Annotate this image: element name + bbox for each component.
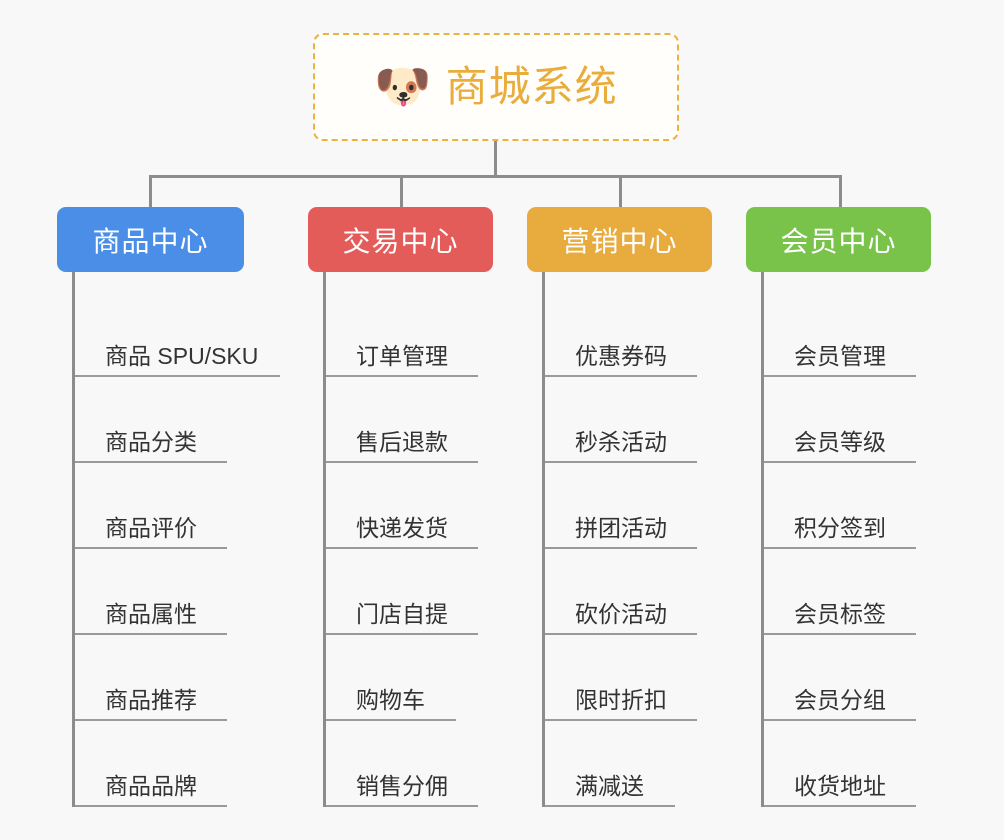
leaf-item[interactable]: 商品评价 bbox=[75, 463, 244, 549]
leaf-item[interactable]: 收货地址 bbox=[764, 721, 931, 807]
leaf-underline bbox=[75, 461, 227, 463]
leaf-underline bbox=[545, 375, 697, 377]
branch-items-会员中心: 会员管理 会员等级 积分签到 会员标签 会员分组 收货地址 bbox=[761, 272, 931, 807]
leaf-item[interactable]: 优惠券码 bbox=[545, 291, 712, 377]
leaf-label: 秒杀活动 bbox=[575, 428, 667, 455]
branch-column-交易中心: 交易中心 订单管理 售后退款 快递发货 门店自提 购物车 bbox=[308, 207, 493, 807]
root-title: 商城系统 bbox=[445, 63, 618, 110]
leaf-item[interactable]: 商品推荐 bbox=[75, 635, 244, 721]
leaf-underline bbox=[326, 633, 478, 635]
leaf-label: 会员管理 bbox=[794, 342, 886, 369]
leaf-item[interactable]: 积分签到 bbox=[764, 463, 931, 549]
leaf-label: 商品品牌 bbox=[105, 772, 197, 799]
leaf-label: 收货地址 bbox=[794, 772, 886, 799]
branch-items-商品中心: 商品 SPU/SKU 商品分类 商品评价 商品属性 商品推荐 商品品牌 bbox=[72, 272, 280, 807]
leaf-item[interactable]: 会员分组 bbox=[764, 635, 931, 721]
leaf-underline bbox=[545, 633, 697, 635]
branch-header-商品中心[interactable]: 商品中心 bbox=[57, 207, 244, 272]
connector-drop-1 bbox=[149, 175, 152, 208]
leaf-item[interactable]: 门店自提 bbox=[326, 549, 493, 635]
leaf-underline bbox=[326, 719, 456, 721]
leaf-item[interactable]: 售后退款 bbox=[326, 377, 493, 463]
root-node[interactable]: 🐶 商城系统 bbox=[313, 33, 679, 141]
leaf-label: 商品 SPU/SKU bbox=[105, 342, 259, 369]
leaf-underline bbox=[545, 719, 697, 721]
leaf-label: 快递发货 bbox=[356, 514, 448, 541]
leaf-underline bbox=[764, 719, 916, 721]
branch-items-营销中心: 优惠券码 秒杀活动 拼团活动 砍价活动 限时折扣 满减送 bbox=[542, 272, 712, 807]
leaf-label: 会员分组 bbox=[794, 686, 886, 713]
leaf-underline bbox=[326, 461, 478, 463]
leaf-item[interactable]: 销售分佣 bbox=[326, 721, 493, 807]
branch-header-label: 商品中心 bbox=[92, 225, 209, 257]
leaf-item[interactable]: 砍价活动 bbox=[545, 549, 712, 635]
leaf-underline bbox=[75, 805, 227, 807]
leaf-label: 购物车 bbox=[356, 686, 425, 713]
leaf-underline bbox=[545, 461, 697, 463]
branch-header-label: 交易中心 bbox=[342, 225, 459, 257]
connector-drop-2 bbox=[400, 175, 403, 208]
leaf-label: 会员标签 bbox=[794, 600, 886, 627]
connector-horizontal-bus bbox=[149, 175, 842, 178]
leaf-label: 商品属性 bbox=[105, 600, 197, 627]
branch-header-营销中心[interactable]: 营销中心 bbox=[527, 207, 712, 272]
leaf-item[interactable]: 会员等级 bbox=[764, 377, 931, 463]
leaf-underline bbox=[75, 375, 280, 377]
leaf-item[interactable]: 购物车 bbox=[326, 635, 493, 721]
leaf-item[interactable]: 商品分类 bbox=[75, 377, 244, 463]
leaf-underline bbox=[764, 375, 916, 377]
leaf-underline bbox=[326, 375, 478, 377]
leaf-item[interactable]: 会员标签 bbox=[764, 549, 931, 635]
leaf-underline bbox=[545, 547, 697, 549]
leaf-item[interactable]: 商品属性 bbox=[75, 549, 244, 635]
branch-header-会员中心[interactable]: 会员中心 bbox=[746, 207, 931, 272]
leaf-underline bbox=[764, 805, 916, 807]
leaf-underline bbox=[545, 805, 675, 807]
branch-header-交易中心[interactable]: 交易中心 bbox=[308, 207, 493, 272]
leaf-label: 订单管理 bbox=[356, 342, 448, 369]
leaf-label: 门店自提 bbox=[356, 600, 448, 627]
leaf-underline bbox=[75, 633, 227, 635]
leaf-item[interactable]: 订单管理 bbox=[326, 291, 493, 377]
leaf-item[interactable]: 拼团活动 bbox=[545, 463, 712, 549]
leaf-label: 积分签到 bbox=[794, 514, 886, 541]
branch-column-商品中心: 商品中心 商品 SPU/SKU 商品分类 商品评价 商品属性 商品推荐 bbox=[57, 207, 280, 807]
branch-header-label: 营销中心 bbox=[561, 225, 678, 257]
leaf-underline bbox=[764, 633, 916, 635]
leaf-item[interactable]: 秒杀活动 bbox=[545, 377, 712, 463]
branch-column-营销中心: 营销中心 优惠券码 秒杀活动 拼团活动 砍价活动 限时折扣 bbox=[527, 207, 712, 807]
leaf-underline bbox=[75, 719, 227, 721]
leaf-item[interactable]: 满减送 bbox=[545, 721, 712, 807]
leaf-item[interactable]: 商品品牌 bbox=[75, 721, 244, 807]
leaf-label: 会员等级 bbox=[794, 428, 886, 455]
branch-column-会员中心: 会员中心 会员管理 会员等级 积分签到 会员标签 会员分组 bbox=[746, 207, 931, 807]
branch-items-交易中心: 订单管理 售后退款 快递发货 门店自提 购物车 销售分佣 bbox=[323, 272, 493, 807]
connector-drop-4 bbox=[839, 175, 842, 208]
leaf-underline bbox=[764, 547, 916, 549]
leaf-label: 满减送 bbox=[575, 772, 644, 799]
leaf-item[interactable]: 会员管理 bbox=[764, 291, 931, 377]
leaf-label: 销售分佣 bbox=[356, 772, 448, 799]
leaf-label: 优惠券码 bbox=[575, 342, 667, 369]
leaf-item[interactable]: 快递发货 bbox=[326, 463, 493, 549]
dog-face-icon: 🐶 bbox=[374, 60, 432, 112]
connector-root-stem bbox=[494, 141, 497, 178]
leaf-item[interactable]: 限时折扣 bbox=[545, 635, 712, 721]
leaf-label: 砍价活动 bbox=[575, 600, 667, 627]
leaf-label: 拼团活动 bbox=[575, 514, 667, 541]
leaf-underline bbox=[75, 547, 227, 549]
leaf-label: 商品推荐 bbox=[105, 686, 197, 713]
leaf-underline bbox=[326, 805, 478, 807]
leaf-label: 售后退款 bbox=[356, 428, 448, 455]
leaf-label: 限时折扣 bbox=[575, 686, 667, 713]
branch-header-label: 会员中心 bbox=[780, 225, 897, 257]
leaf-label: 商品分类 bbox=[105, 428, 197, 455]
leaf-underline bbox=[326, 547, 478, 549]
leaf-item[interactable]: 商品 SPU/SKU bbox=[75, 291, 280, 377]
leaf-label: 商品评价 bbox=[105, 514, 197, 541]
connector-drop-3 bbox=[619, 175, 622, 208]
leaf-underline bbox=[764, 461, 916, 463]
